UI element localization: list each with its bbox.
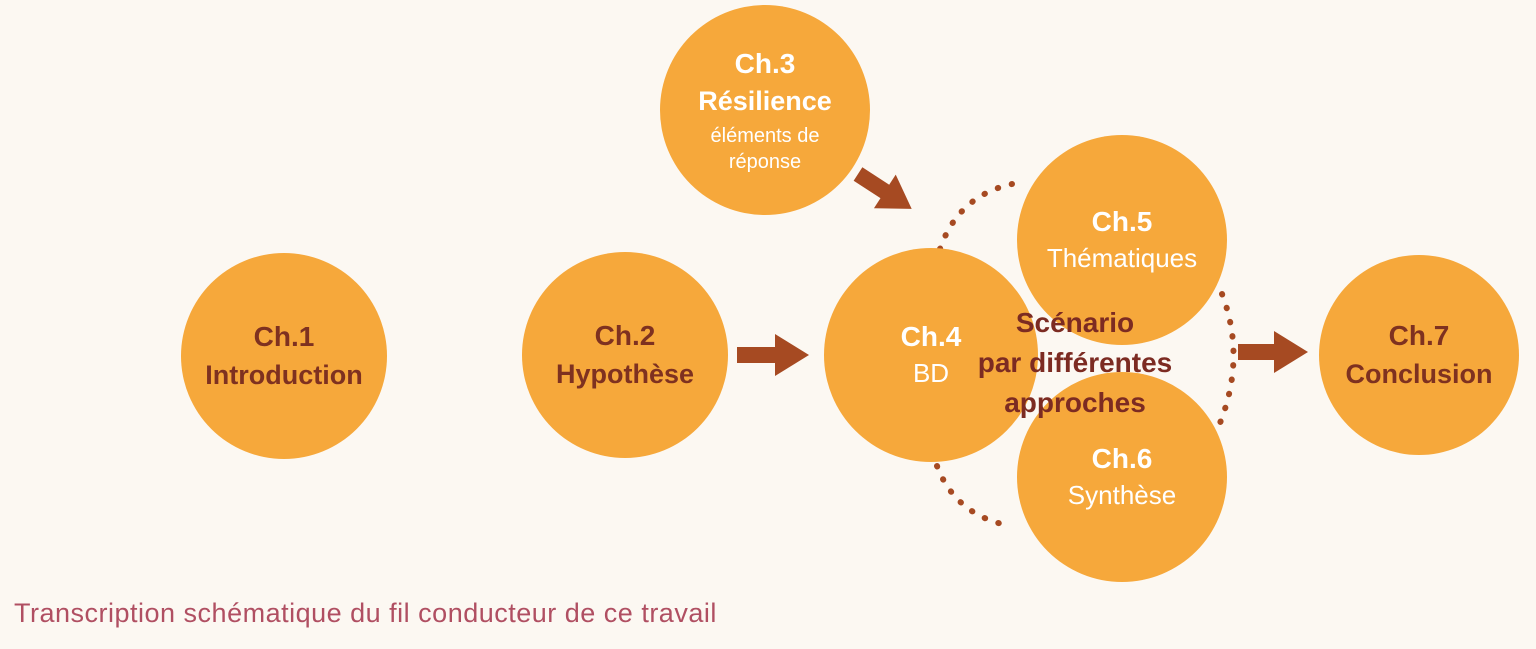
chapter-node-ch2: Ch.2 Hypothèse xyxy=(522,252,728,458)
chapter-label: Conclusion xyxy=(1345,358,1493,389)
chapter-node-ch5: Ch.5 Thématiques xyxy=(1017,135,1227,345)
dashed-arc-top xyxy=(937,181,1015,252)
arrow-to-ch7 xyxy=(1238,331,1308,373)
diagram-caption: Transcription schématique du fil conduct… xyxy=(14,598,717,628)
dashed-arc-bottom xyxy=(934,463,1014,529)
chapter-number: Ch.5 xyxy=(1091,205,1153,237)
chapter-number: Ch.3 xyxy=(734,47,796,79)
chapter-sublabel: éléments de réponse xyxy=(710,125,820,174)
chapter-label: Synthèse xyxy=(1067,480,1177,511)
chapter-node-ch1: Ch.1 Introduction xyxy=(181,253,387,459)
chapter-label: Introduction xyxy=(205,359,363,390)
chapter-number: Ch.4 xyxy=(900,320,962,352)
chapter-node-ch6: Ch.6 Synthèse xyxy=(1017,372,1227,582)
chapter-node-ch4: Ch.4 BD xyxy=(824,248,1038,462)
chapter-label: Hypothèse xyxy=(555,358,695,389)
chapter-label: Thématiques xyxy=(1046,243,1198,274)
chapter-node-ch7: Ch.7 Conclusion xyxy=(1319,255,1519,455)
arrow-ch3-to-ch4 xyxy=(853,167,912,209)
scenario-label: Scénario par différentes approches xyxy=(977,307,1173,418)
chapter-node-ch3: Ch.3 Résilience éléments de réponse xyxy=(660,5,870,215)
chapter-number: Ch.7 xyxy=(1388,320,1450,352)
chapter-number: Ch.6 xyxy=(1091,442,1153,474)
chapter-label: BD xyxy=(912,358,950,389)
arrow-ch2-to-ch4 xyxy=(737,334,809,376)
chapter-number: Ch.2 xyxy=(594,320,656,352)
dashed-arc-right xyxy=(1217,291,1237,426)
chapter-number: Ch.1 xyxy=(253,321,315,353)
chapter-label: Résilience xyxy=(698,86,832,117)
